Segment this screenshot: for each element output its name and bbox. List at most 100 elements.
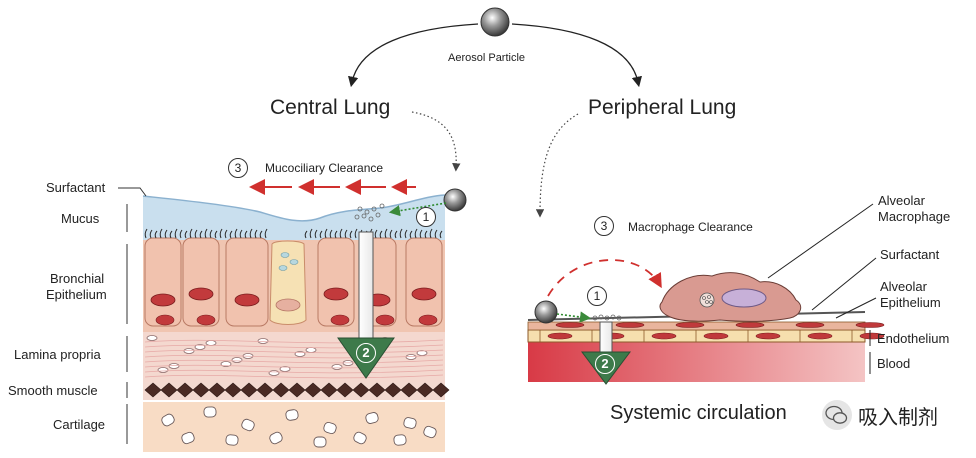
lamina-cell [257, 338, 269, 344]
lamina-fiber [144, 349, 444, 354]
peripheral-step-3-badge: 3 [594, 216, 614, 236]
cilium [374, 229, 378, 239]
endothelium-cells [539, 322, 885, 342]
cilium [179, 229, 183, 239]
systemic-arrow-shaft [599, 321, 613, 353]
cilium [339, 228, 343, 239]
chondrocyte [323, 421, 337, 435]
cilium [264, 228, 268, 239]
lamina-fiber [144, 354, 444, 359]
label-mucus: Mucus [61, 211, 100, 226]
label-surfactant-central: Surfactant [46, 180, 106, 195]
endothelial-nucleus [703, 332, 729, 340]
cilium [199, 230, 203, 239]
cilium [329, 229, 333, 239]
muscle-fiber [432, 382, 450, 398]
cilium [319, 230, 323, 239]
cilium [259, 230, 263, 239]
cilium [409, 230, 413, 239]
arrow-to-central [348, 23, 479, 88]
chondrocyte [313, 436, 327, 448]
cilium [404, 229, 408, 239]
basal-cell-nucleus [418, 314, 438, 326]
peripheral-lung-title: Peripheral Lung [588, 96, 737, 119]
chondrocyte [403, 417, 417, 429]
alveolar-epithelial-nucleus [555, 322, 585, 328]
cilium [239, 229, 243, 239]
cilium [154, 230, 158, 239]
peripheral-step-1-badge: 1 [587, 286, 607, 306]
watermark: 吸入制剂 [822, 400, 938, 430]
arrow-to-peripheral [511, 23, 642, 88]
systemic-circulation-label: Systemic circulation [610, 402, 787, 424]
cartilage-cells [161, 406, 437, 448]
leader-lines [767, 203, 877, 374]
chondrocyte [285, 409, 299, 421]
cilium [344, 229, 348, 239]
basal-cell-nucleus [330, 314, 350, 326]
cilium [224, 229, 228, 239]
cilium [234, 228, 238, 239]
chondrocyte [241, 418, 255, 432]
label-smooth-muscle: Smooth muscle [8, 383, 98, 398]
endothelial-nucleus [547, 332, 573, 340]
phagosome-particles [702, 295, 713, 304]
cilium [379, 230, 383, 239]
lamina-cell [183, 348, 195, 354]
epithelial-cell [144, 237, 182, 327]
cilium [434, 229, 438, 239]
central-lung-title: Central Lung [270, 96, 391, 119]
central-step-3-badge: 3 [228, 158, 248, 178]
aerosol-particle-icon [480, 7, 510, 37]
endothelial-nucleus [755, 332, 781, 340]
dotted-arrow-peripheral [535, 113, 579, 218]
mucus-particles [354, 203, 385, 222]
cilium [429, 228, 433, 239]
cilium [309, 228, 313, 239]
alveolar-epithelial-nucleus [615, 322, 645, 328]
aerosol-particle-label: Aerosol Particle [448, 52, 526, 64]
label-blood: Blood [877, 356, 911, 371]
lamina-cell [305, 347, 317, 353]
chondrocyte [225, 434, 239, 446]
cilium [389, 229, 393, 239]
cilium [164, 229, 168, 239]
basal-cell-nucleus [155, 314, 175, 326]
cell-nucleus [188, 287, 214, 301]
layer-brackets [118, 187, 147, 444]
endothelial-nucleus [859, 332, 885, 340]
goblet-granule [280, 252, 290, 258]
alveolar-epithelial-nucleus [675, 322, 705, 328]
macrophage-clearance-label: Macrophage Clearance [628, 220, 753, 234]
label-alveolar-macrophage-1: Alveolar [878, 193, 925, 208]
cilium [219, 228, 223, 239]
cilium [414, 228, 418, 239]
chondrocyte [161, 413, 175, 427]
cilium [204, 228, 208, 239]
lamina-fiber [144, 364, 444, 369]
wechat-logo-icon [822, 400, 852, 430]
cilium [354, 228, 358, 239]
cilium [189, 228, 193, 239]
lamina-cell [231, 357, 243, 363]
lamina-cell [416, 350, 428, 356]
label-lamina-propria: Lamina propria [14, 347, 101, 362]
cilium [229, 230, 233, 239]
epithelial-cell [317, 237, 355, 327]
cilium [399, 228, 403, 239]
cilium [419, 229, 423, 239]
goblet-nucleus [275, 298, 301, 312]
lamina-fiber [144, 374, 444, 379]
lamina-cell [205, 340, 217, 346]
cilium [334, 230, 338, 239]
phagosome-icon [699, 292, 715, 308]
epithelial-cell [225, 237, 269, 327]
lamina-cell [279, 366, 291, 372]
cilium [254, 229, 258, 239]
cilium [394, 230, 398, 239]
label-cartilage: Cartilage [53, 417, 106, 432]
chondrocyte [393, 434, 407, 446]
label-alveolar-macrophage-2: Macrophage [878, 209, 951, 224]
chondrocyte [365, 412, 379, 424]
lamina-fiber [144, 359, 444, 364]
